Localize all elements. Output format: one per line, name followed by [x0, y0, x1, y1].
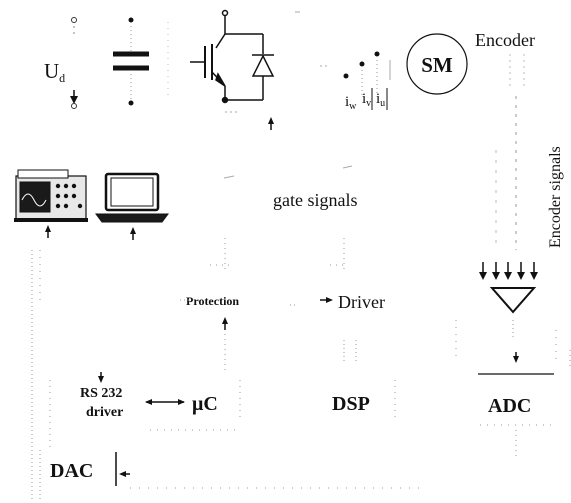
microcontroller-label: μC — [192, 393, 218, 415]
gate-signals-label: gate signals — [273, 190, 357, 210]
protection-label: Protection — [186, 294, 239, 308]
capacitor-symbol — [113, 17, 149, 106]
amplifier-triangle — [479, 262, 538, 314]
rs232-driver-block: RS 232 driver — [80, 386, 123, 420]
synchronous-motor: SM — [406, 33, 468, 95]
driver-block: Driver — [320, 292, 385, 312]
driver-label: Driver — [338, 292, 385, 312]
current-w-label: iw — [345, 94, 357, 112]
current-u-label: iu — [376, 91, 385, 109]
encoder-signals-label: Encoder signals — [547, 146, 564, 248]
laptop-icon — [95, 172, 169, 223]
dac-block: DAC — [50, 452, 130, 486]
igbt-symbol — [190, 9, 263, 104]
rs232-label-line2: driver — [86, 405, 123, 420]
phase-current-sensors: iw iv iu — [343, 51, 391, 112]
dc-link-voltage: Ud — [44, 17, 78, 109]
adc-label: ADC — [488, 395, 531, 417]
oscilloscope-icon — [14, 169, 88, 222]
dsp-label: DSP — [332, 393, 370, 415]
dac-label: DAC — [50, 460, 93, 482]
faint-connections — [31, 250, 571, 500]
current-v-label: iv — [362, 91, 371, 109]
motor-label: SM — [421, 53, 453, 77]
diode-symbol — [251, 34, 275, 100]
encoder-label: Encoder — [475, 30, 535, 50]
rs232-label-line1: RS 232 — [80, 386, 122, 401]
ud-label: Ud — [44, 59, 65, 85]
